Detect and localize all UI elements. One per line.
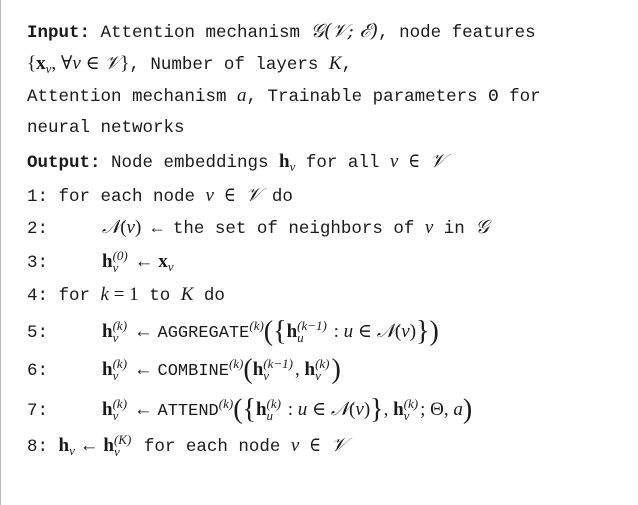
step-1: 1: for each node v ∈ 𝒱 do <box>27 184 293 207</box>
input-tail-1: , node features <box>378 23 536 43</box>
layers-symbol: K <box>328 53 342 74</box>
embedding-subscript: v <box>289 159 296 174</box>
output-tail: for all <box>295 153 390 173</box>
step-1-number: 1: <box>27 187 49 207</box>
embedding-symbol: h <box>279 151 290 172</box>
step-8-number: 8: <box>27 437 49 457</box>
input-keyword: Input: <box>27 23 91 43</box>
input-line-4: neural networks <box>27 117 185 139</box>
step-6-function: COMBINE <box>157 362 229 381</box>
input-tail-2: , Number of layers <box>129 55 329 75</box>
output-keyword: Output: <box>27 153 101 173</box>
step-3-number: 3: <box>27 253 49 273</box>
input-line-2: {xv, ∀v ∈ 𝒱}, Number of layers K, <box>27 52 353 76</box>
step-7: 7:h(k)v ← ATTEND(k)({h(k)u : u ∈ 𝒩(v)}, … <box>27 394 473 425</box>
step-2: 2:𝒩(v) ← the set of neighbors of v in 𝒢 <box>27 216 489 239</box>
step-5: 5:h(k)v ← AGGREGATE(k)({h(k−1)u : u ∈ 𝒩(… <box>27 316 439 347</box>
step-4-number: 4: <box>27 286 49 306</box>
output-text: Node embeddings <box>100 153 280 173</box>
output-line: Output: Node embeddings hv for all v ∈ 𝒱 <box>27 150 446 174</box>
step-6-number: 6: <box>27 361 49 381</box>
step-5-number: 5: <box>27 323 49 343</box>
step-3: 3:h(0)v ← xv <box>27 248 174 275</box>
input-tail-3: , Trainable parameters Θ for <box>246 87 541 107</box>
step-4-text: for <box>48 286 101 306</box>
node-features-math: {xv, ∀v ∈ 𝒱} <box>27 52 130 76</box>
step-8-text: for each node <box>133 437 291 457</box>
step-4-tail: to <box>138 286 181 306</box>
attention-symbol: a <box>237 85 247 106</box>
step-2-text: ← the set of neighbors of <box>141 219 425 239</box>
step-2-number: 2: <box>27 219 49 239</box>
input-text-1: Attention mechanism <box>90 23 311 43</box>
input-line-1: Input: Attention mechanism 𝒢(𝒱; ℰ), node… <box>27 20 536 44</box>
input-text-3: Attention mechanism <box>27 87 238 107</box>
step-7-function: ATTEND <box>157 402 219 421</box>
step-4: 4: for k = 1 to K do <box>27 284 225 306</box>
graph-symbol: 𝒢(𝒱; ℰ) <box>310 20 379 42</box>
input-text-4: neural networks <box>27 118 185 138</box>
step-1-text: for each node <box>48 187 206 207</box>
input-line-3: Attention mechanism a, Trainable paramet… <box>27 85 541 108</box>
step-8: 8: hv ← h(K)v for each node v ∈ 𝒱 <box>27 432 347 459</box>
step-6: 6:h(k)v ← COMBINE(k)(h(k−1)v, h(k)v) <box>27 354 341 385</box>
step-7-number: 7: <box>27 401 49 421</box>
step-5-function: AGGREGATE <box>157 324 250 343</box>
